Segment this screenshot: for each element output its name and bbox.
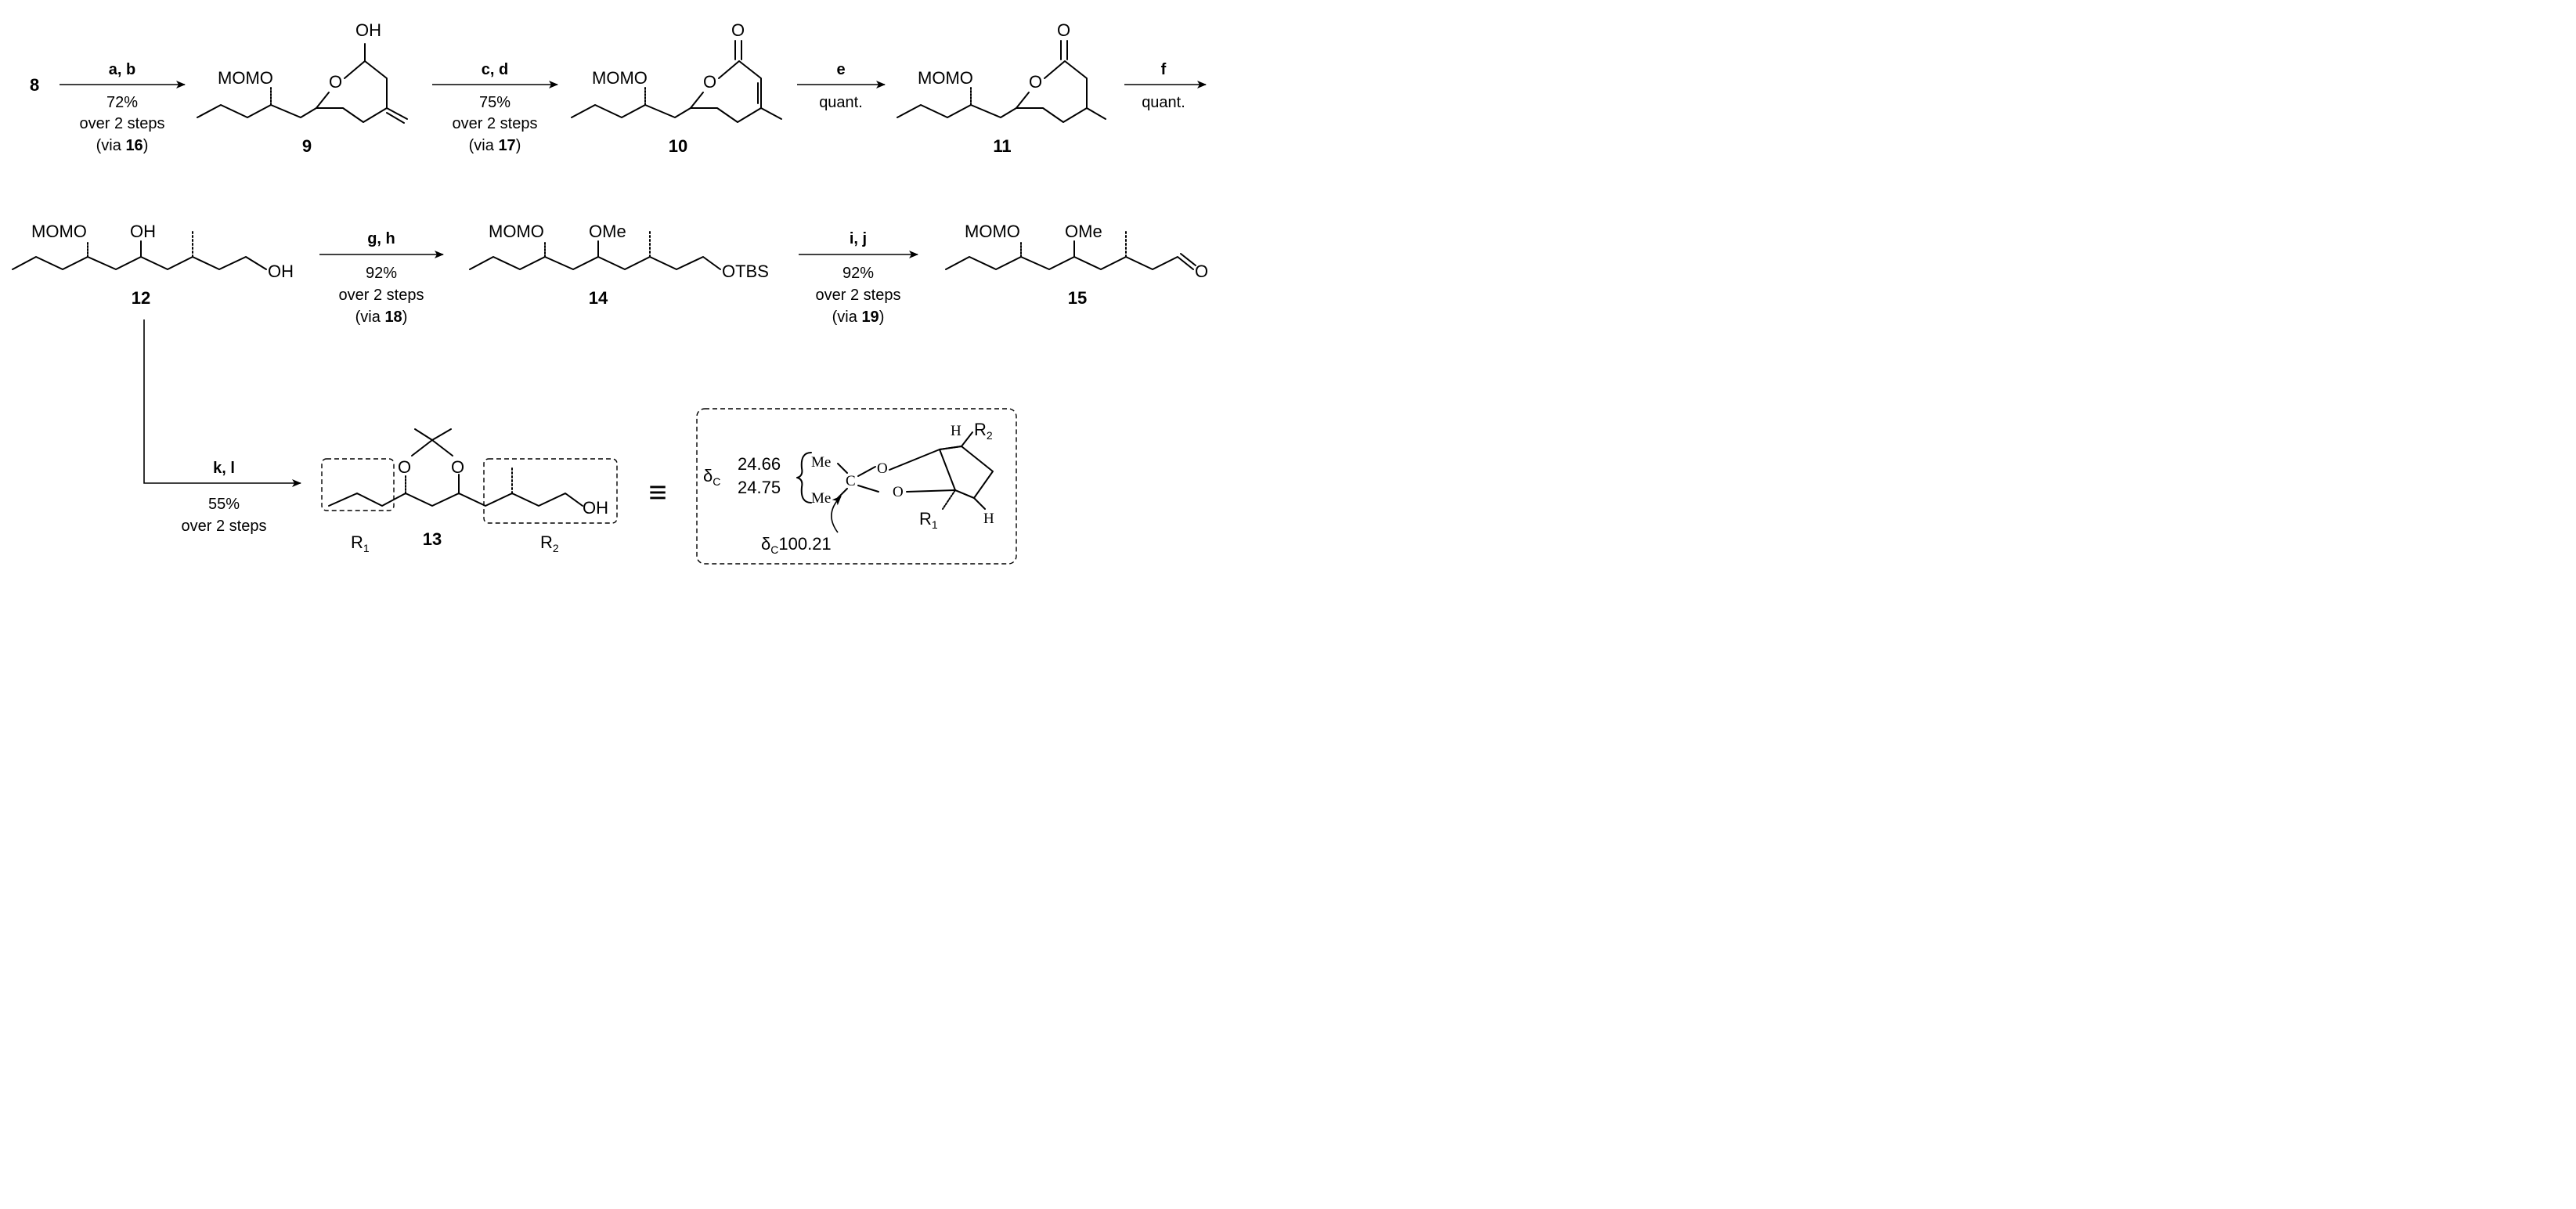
oh-label: OH: [130, 222, 156, 241]
step-arrow-cd: c, d 75% over 2 steps (via 17): [432, 61, 558, 154]
otbs-label: OTBS: [722, 262, 769, 281]
ome-label: OMe: [589, 222, 626, 241]
yield-ab: 72%: [106, 94, 138, 111]
momo-label: MOMO: [31, 222, 87, 241]
reagents-ab: a, b: [109, 61, 135, 78]
yield-gh: 92%: [366, 265, 397, 282]
yield-f: quant.: [1142, 94, 1185, 111]
compound-15-label: 15: [1068, 288, 1087, 308]
compound-14-structure: MOMO OMe OTBS 14: [469, 222, 769, 308]
yield-ij: 92%: [842, 265, 874, 282]
detail-cd: over 2 steps: [453, 115, 538, 132]
compound-9-structure: MOMO O OH 9: [197, 20, 408, 156]
ring-o-label: O: [1029, 72, 1042, 92]
carbon-pointer: [831, 496, 842, 533]
ring-o-label: O: [703, 72, 716, 92]
r2-label: R2: [540, 532, 559, 554]
compound-11-label: 11: [993, 136, 1011, 156]
r2-box: [483, 458, 618, 524]
reagents-cd: c, d: [482, 61, 508, 78]
r1-box: [321, 458, 395, 511]
oh-label: OH: [355, 20, 381, 40]
h-upper: H: [951, 423, 961, 439]
step-arrow-f: f quant.: [1124, 61, 1207, 111]
brace: [796, 452, 812, 503]
step-arrow-gh: g, h 92% over 2 steps (via 18): [319, 230, 444, 326]
carbonyl-o-label: O: [731, 20, 745, 40]
compound-8-label: 8: [30, 75, 39, 95]
step-arrow-kl: k, l 55% over 2 steps: [143, 319, 301, 535]
momo-label: MOMO: [918, 68, 973, 88]
ring-o-label: O: [329, 72, 342, 92]
compound-11-structure: MOMO O O 11: [897, 20, 1106, 156]
delta-c-label: δC: [703, 466, 720, 488]
aldehyde-o-label: O: [1195, 262, 1208, 281]
compound-12-label: 12: [132, 288, 150, 308]
compound-9-label: 9: [302, 136, 312, 156]
acetal-o-left: O: [398, 457, 411, 477]
acetal-shift-label: δC100.21: [761, 534, 832, 556]
detail-ij: over 2 steps: [816, 287, 901, 304]
momo-label: MOMO: [218, 68, 273, 88]
shift-24-75: 24.75: [738, 478, 781, 497]
terminal-oh-label: OH: [268, 262, 294, 281]
via-ab: (via 16): [96, 137, 149, 154]
momo-label: MOMO: [965, 222, 1020, 241]
me-upper: Me: [811, 454, 831, 471]
equivalence-symbol: ≡: [648, 475, 666, 510]
via-ij: (via 19): [832, 309, 885, 326]
step-arrow-ab: a, b 72% over 2 steps (via 16): [60, 61, 186, 154]
yield-e: quant.: [819, 94, 863, 111]
reaction-scheme: 8 a, b 72% over 2 steps (via 16) MOMO O …: [12, 20, 1208, 565]
reagents-f: f: [1161, 61, 1167, 78]
acetal-o-right: O: [451, 457, 464, 477]
acetal-carbon: C: [846, 473, 856, 489]
via-gh: (via 18): [355, 309, 408, 326]
r1-substituent: R1: [919, 509, 938, 531]
yield-cd: 75%: [479, 94, 511, 111]
compound-12-structure: MOMO OH OH 12: [12, 222, 294, 308]
reagents-gh: g, h: [367, 230, 395, 247]
step-arrow-ij: i, j 92% over 2 steps (via 19): [799, 230, 918, 326]
shift-24-66: 24.66: [738, 454, 781, 474]
r1-label: R1: [351, 532, 370, 554]
nmr-conformation-box: δC 24.66 24.75 Me Me C O O H R2 H R1 δC1…: [696, 408, 1017, 565]
detail-gh: over 2 steps: [339, 287, 424, 304]
detail-kl: over 2 steps: [182, 518, 267, 535]
reagents-e: e: [836, 61, 845, 78]
momo-label: MOMO: [592, 68, 648, 88]
yield-kl: 55%: [208, 496, 240, 513]
momo-label: MOMO: [489, 222, 544, 241]
detail-ab: over 2 steps: [80, 115, 165, 132]
carbonyl-o-label: O: [1057, 20, 1070, 40]
compound-13-structure: O O OH R1 13 R2: [321, 428, 618, 554]
r2-substituent: R2: [974, 420, 993, 442]
terminal-oh-label: OH: [583, 498, 608, 518]
h-lower: H: [983, 511, 994, 527]
ring-o-upper: O: [877, 460, 888, 477]
via-cd: (via 17): [469, 137, 521, 154]
me-lower: Me: [811, 490, 831, 507]
compound-10-label: 10: [669, 136, 687, 156]
ome-label: OMe: [1065, 222, 1102, 241]
compound-10-structure: MOMO O O 10: [571, 20, 782, 156]
compound-13-label: 13: [423, 529, 442, 549]
step-arrow-e: e quant.: [797, 61, 886, 111]
nmr-box-frame: [696, 408, 1017, 565]
compound-15-structure: MOMO OMe O 15: [945, 222, 1208, 308]
compound-14-label: 14: [589, 288, 608, 308]
reagents-ij: i, j: [850, 230, 867, 247]
reagents-kl: k, l: [213, 460, 235, 477]
ring-o-lower: O: [893, 484, 904, 500]
